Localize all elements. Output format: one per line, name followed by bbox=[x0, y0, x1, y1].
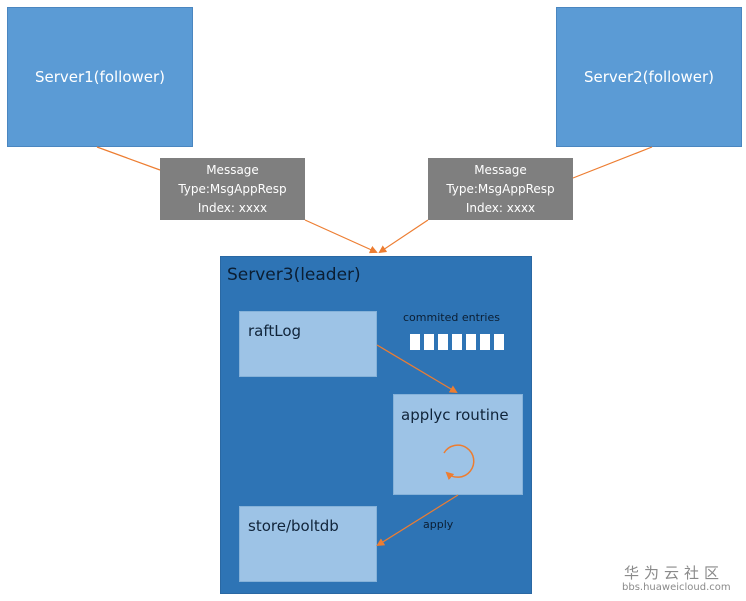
applyc-routine-box: applyc routine bbox=[393, 394, 523, 495]
watermark-url: bbs.huaweicloud.com bbox=[622, 582, 731, 593]
raftlog-to-applyc-arrow bbox=[376, 344, 458, 394]
message-box-right: Message Type:MsgAppResp Index: xxxx bbox=[428, 158, 573, 220]
commited-entries-label: commited entries bbox=[403, 311, 500, 324]
store-boltdb-box: store/boltdb bbox=[239, 506, 377, 582]
apply-label: apply bbox=[423, 518, 454, 531]
routine-loop-icon bbox=[443, 444, 475, 480]
commited-entry-cell bbox=[437, 333, 449, 351]
message-box-left: Message Type:MsgAppResp Index: xxxx bbox=[160, 158, 305, 220]
message-title: Message bbox=[206, 162, 259, 177]
commited-entry-cell bbox=[451, 333, 463, 351]
message-index: Index: xxxx bbox=[197, 200, 268, 215]
raftlog-label: raftLog bbox=[248, 322, 302, 340]
applyc-to-store-arrow bbox=[376, 494, 459, 547]
raftlog-box: raftLog bbox=[239, 311, 377, 377]
server2-connector-line bbox=[572, 146, 653, 179]
commited-entry-cell bbox=[423, 333, 435, 351]
watermark-logo-text: 华为云社区 bbox=[624, 564, 725, 582]
message2-to-leader-arrow bbox=[378, 219, 429, 254]
commited-entry-cell bbox=[465, 333, 477, 351]
commited-entry-cell bbox=[479, 333, 491, 351]
leader-title: Server3(leader) bbox=[227, 265, 361, 285]
server1-label: Server1(follower) bbox=[34, 68, 166, 86]
store-boltdb-label: store/boltdb bbox=[248, 517, 339, 535]
message-type: Type:MsgAppResp bbox=[178, 181, 287, 196]
commited-entry-cell bbox=[493, 333, 505, 351]
commited-entries-row bbox=[409, 333, 507, 351]
message-type: Type:MsgAppResp bbox=[446, 181, 555, 196]
server2-label: Server2(follower) bbox=[583, 68, 715, 86]
commited-entry-cell bbox=[409, 333, 421, 351]
message-index: Index: xxxx bbox=[465, 200, 536, 215]
server1-follower-box: Server1(follower) bbox=[7, 7, 193, 147]
message1-to-leader-arrow bbox=[304, 219, 378, 254]
message-title: Message bbox=[474, 162, 527, 177]
server2-follower-box: Server2(follower) bbox=[556, 7, 742, 147]
server1-connector-line bbox=[96, 146, 161, 171]
applyc-routine-label: applyc routine bbox=[401, 406, 509, 424]
